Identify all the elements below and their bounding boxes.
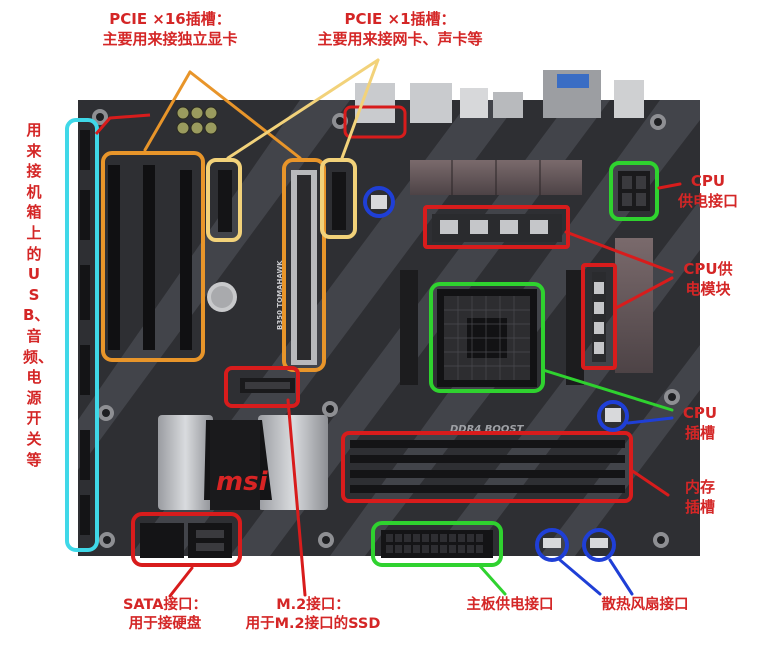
label-pcie-x16-line2: 主要用来接独立显卡 [102,29,238,48]
label-atx-power-line1: 主板供电接口 [466,597,554,613]
label-sata-line1: SATA接口： [122,597,208,613]
memory-boost-print: DDR4 BOOST [450,424,525,435]
box-sata [131,512,242,567]
label-sata: SATA接口： 用于接硬盘 [100,596,230,634]
label-m2-line1: M.2接口： [276,597,350,613]
box-pcie-x16 [101,151,205,362]
label-cpu-vrm: CPU供 电模块 [666,260,750,299]
atx-power-connector [381,530,493,558]
leader-lines [143,58,682,598]
label-fan: 散热风扇接口 [585,596,705,615]
box-cpu-vrm-right [581,263,617,370]
label-atx-power: 主板供电接口 [450,596,570,615]
label-memory-line1: 内存 [684,478,715,496]
label-pcie-x16: PCIE ×16插槽： 主要用来接独立显卡 [80,10,260,49]
box-front-panel [65,118,99,552]
label-sata-line2: 用于接硬盘 [128,615,202,632]
front-panel-headers [80,130,90,535]
label-cpu-power-line2: 供电接口 [677,191,738,210]
box-top-left-red [94,113,151,135]
box-cpu-vrm-top [423,205,570,249]
box-io-red [343,105,407,139]
label-pcie-x1: PCIE ×1插槽： 主要用来接网卡、声卡等 [300,10,500,49]
m2-slot [240,378,295,393]
box-fan-top [363,186,395,218]
chipset-heatsink: msi [158,415,328,510]
label-front-panel: 用来接机箱上的USB、音频、电源开关等 [23,121,54,469]
label-m2-line2: 用于M.2接口的SSD [245,615,381,632]
label-pcie-x16-line1: PCIE ×16插槽： [109,10,231,28]
cpu-socket [400,270,584,387]
cpu-power-connector [618,171,650,211]
model-print: B350 TOMAHAWK [276,260,284,330]
label-cpu-vrm-line2: 电模块 [685,279,731,298]
label-cpu-vrm-line1: CPU供 [683,260,733,278]
box-fan-right [597,400,629,432]
memory-slots: DDR4 BOOST [350,424,625,493]
label-memory: 内存 插槽 [662,478,738,517]
box-cpu-socket [429,282,545,393]
pcie-x1-slots [218,170,346,232]
label-fan-line1: 散热风扇接口 [601,597,689,613]
sata-ports [140,523,232,558]
box-fan-bottom-1 [535,528,569,562]
label-cpu-power-line1: CPU [690,172,726,190]
box-pcie-x1-left [206,158,242,242]
box-fan-bottom-2 [582,528,616,562]
box-atx-power [371,521,503,567]
msi-logo: msi [216,467,269,497]
label-pcie-x1-line2: 主要用来接网卡、声卡等 [317,29,483,48]
label-cpu-socket: CPU 插槽 [662,404,738,443]
box-pcie-x16-main [282,158,326,372]
pcie-x16-slots [108,165,192,350]
box-pcie-x1-right [320,158,357,239]
label-memory-line2: 插槽 [684,497,715,516]
capacitors [176,106,218,135]
vrm-heatsink-top [410,160,582,242]
label-pcie-x1-line1: PCIE ×1插槽： [344,10,456,28]
label-cpu-socket-line2: 插槽 [684,423,715,442]
box-memory [341,431,633,503]
label-cpu-power: CPU 供电接口 [666,172,750,211]
rear-io-ports [355,70,644,123]
pcie-x16-main-slot: B350 TOMAHAWK [276,170,317,365]
cmos-battery [207,282,237,312]
label-cpu-socket-line1: CPU [682,404,718,422]
box-cpu-power [609,161,659,221]
box-m2 [224,366,300,408]
fan-headers [371,195,621,548]
annotation-boxes [65,105,659,567]
label-m2: M.2接口： 用于M.2接口的SSD [228,596,398,634]
